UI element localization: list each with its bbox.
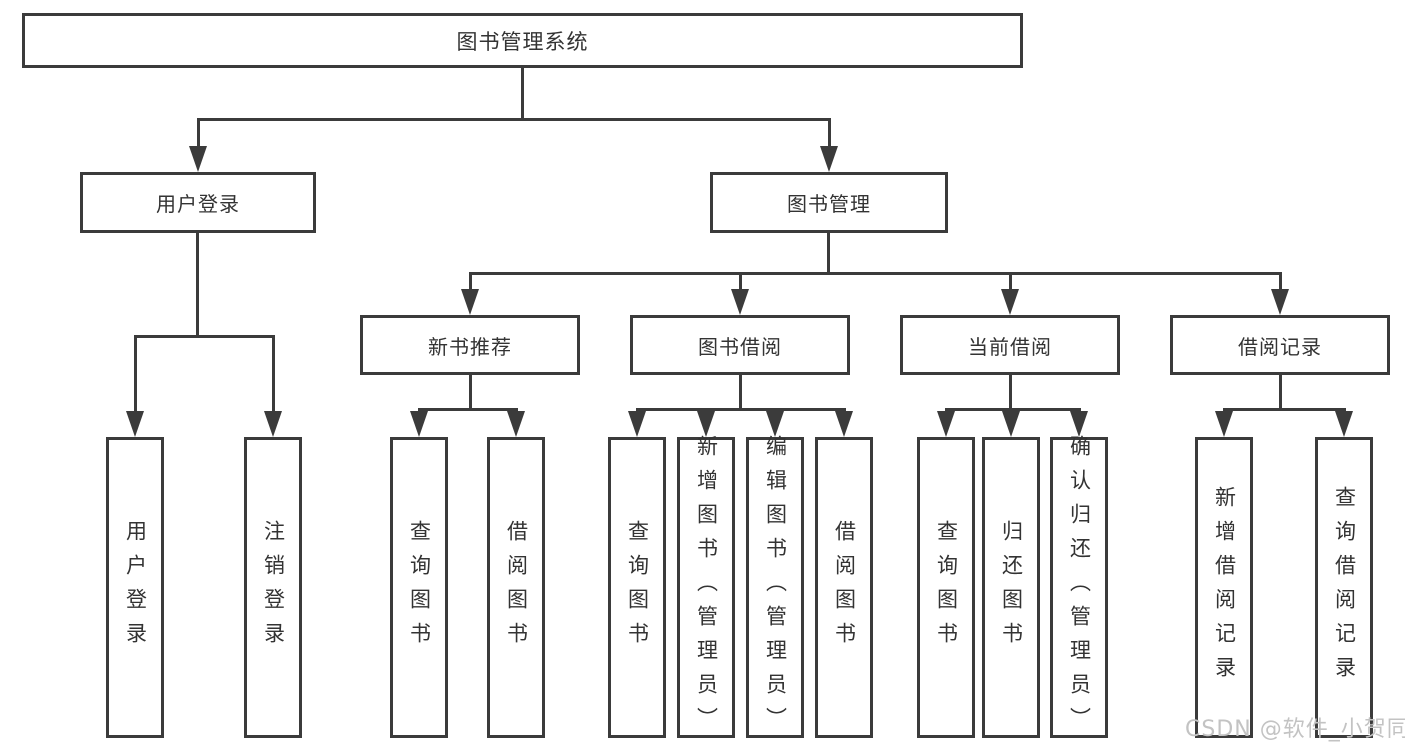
connector-line: [272, 335, 275, 415]
leaf-edit-books-admin: 编辑图书（管理员）: [746, 434, 804, 741]
connector-line: [418, 408, 518, 411]
arrowhead-icon: [410, 411, 428, 437]
arrowhead-icon: [1271, 289, 1289, 315]
leaf-label: 借阅图书: [504, 519, 529, 656]
leaf-label: 归还图书: [999, 519, 1024, 656]
csdn-watermark: CSDN @软件_小贺同学: [1185, 717, 1405, 742]
node-new-book-recommend: 新书推荐: [360, 315, 580, 375]
arrowhead-icon: [835, 411, 853, 437]
connector-line: [197, 118, 830, 121]
leaf-label: 查询借阅记录: [1332, 485, 1357, 690]
arrowhead-icon: [937, 411, 955, 437]
connector-line: [828, 118, 831, 154]
arrowhead-icon: [766, 411, 784, 437]
connector-line: [469, 272, 472, 294]
leaf-add-books-admin: 新增图书（管理员）: [677, 434, 735, 741]
leaf-return-books: 归还图书: [982, 437, 1040, 738]
arrowhead-icon: [697, 411, 715, 437]
connector-line: [134, 335, 275, 338]
leaf-logout: 注销登录: [244, 437, 302, 738]
leaf-label: 新增借阅记录: [1212, 485, 1237, 690]
leaf-label: 查询图书: [625, 519, 650, 656]
connector-line: [636, 408, 846, 411]
leaf-label: 新增图书（管理员）: [694, 434, 719, 741]
leaf-query-books-recommend: 查询图书: [390, 437, 448, 738]
leaf-label: 注销登录: [261, 519, 286, 656]
leaf-query-borrow-record: 查询借阅记录: [1315, 437, 1373, 738]
node-user-login: 用户登录: [80, 172, 316, 233]
connector-line: [739, 272, 742, 294]
connector-line: [196, 233, 199, 336]
connector-line: [1009, 272, 1012, 294]
node-borrowing-records: 借阅记录: [1170, 315, 1390, 375]
connector-line: [521, 68, 524, 118]
leaf-borrow-books: 借阅图书: [815, 437, 873, 738]
leaf-label: 查询图书: [407, 519, 432, 656]
arrowhead-icon: [189, 146, 207, 172]
leaf-label: 编辑图书（管理员）: [763, 434, 788, 741]
arrowhead-icon: [820, 146, 838, 172]
leaf-user-login: 用户登录: [106, 437, 164, 738]
arrowhead-icon: [1335, 411, 1353, 437]
node-library-system: 图书管理系统: [22, 13, 1023, 68]
arrowhead-icon: [628, 411, 646, 437]
arrowhead-icon: [1070, 411, 1088, 437]
leaf-query-books-current: 查询图书: [917, 437, 975, 738]
arrowhead-icon: [264, 411, 282, 437]
arrowhead-icon: [461, 289, 479, 315]
leaf-query-books-borrow: 查询图书: [608, 437, 666, 738]
connector-line: [1279, 272, 1282, 294]
node-book-borrowing: 图书借阅: [630, 315, 850, 375]
connector-line: [197, 118, 200, 154]
leaf-label: 查询图书: [934, 519, 959, 656]
arrowhead-icon: [1002, 411, 1020, 437]
connector-line: [469, 272, 1282, 275]
connector-line: [1223, 408, 1346, 411]
node-book-management: 图书管理: [710, 172, 948, 233]
node-current-borrowing: 当前借阅: [900, 315, 1120, 375]
arrowhead-icon: [1215, 411, 1233, 437]
leaf-label: 借阅图书: [832, 519, 857, 656]
connector-line: [945, 408, 1081, 411]
leaf-add-borrow-record: 新增借阅记录: [1195, 437, 1253, 738]
connector-line: [1009, 375, 1012, 408]
leaf-label: 用户登录: [123, 519, 148, 656]
arrowhead-icon: [731, 289, 749, 315]
leaf-label: 确认归还（管理员）: [1067, 434, 1092, 741]
connector-line: [134, 335, 137, 415]
connector-line: [1279, 375, 1282, 408]
leaf-borrow-books-recommend: 借阅图书: [487, 437, 545, 738]
arrowhead-icon: [126, 411, 144, 437]
connector-line: [739, 375, 742, 408]
connector-line: [469, 375, 472, 408]
leaf-confirm-return-admin: 确认归还（管理员）: [1050, 434, 1108, 741]
arrowhead-icon: [507, 411, 525, 437]
connector-line: [827, 233, 830, 273]
arrowhead-icon: [1001, 289, 1019, 315]
